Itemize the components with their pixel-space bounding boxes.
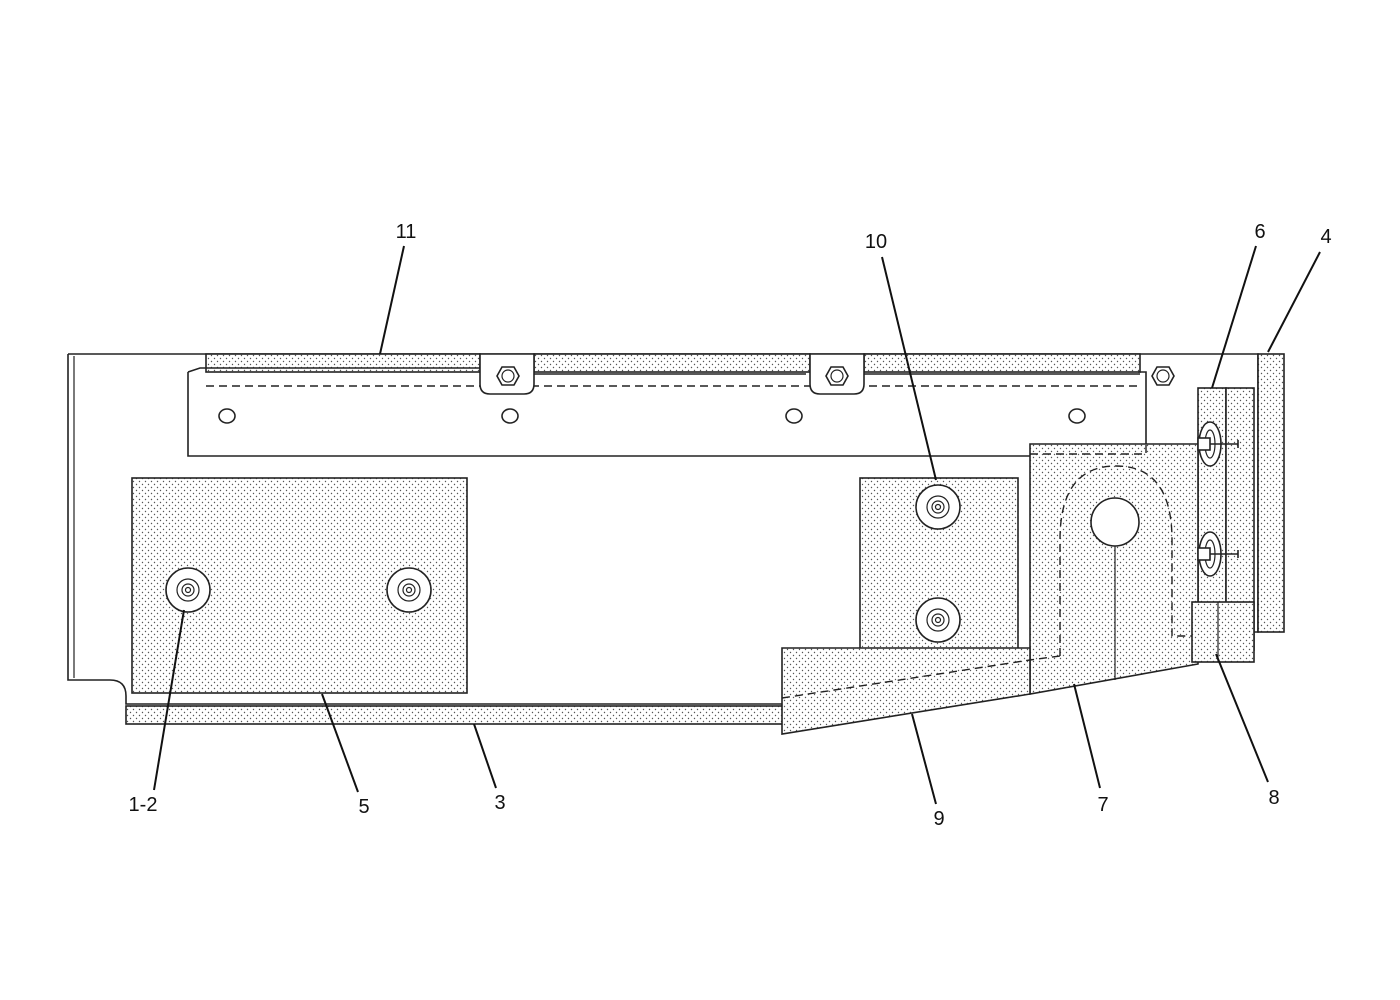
part-7-dashed-outline [1030, 444, 1198, 656]
leader-8 [1215, 653, 1269, 783]
part-11-rail [205, 353, 481, 373]
part-3-strip [125, 705, 785, 725]
nut-3 [1151, 366, 1175, 386]
leader-7 [1073, 683, 1101, 789]
part-9-wedge [781, 647, 1031, 735]
callout-5: 5 [358, 796, 369, 818]
part-8-block [1191, 601, 1255, 663]
part-11-rail-mid [533, 353, 811, 373]
fastener-1-2-right [386, 567, 432, 613]
bracket-hole [218, 408, 236, 424]
bracket-hole [785, 408, 803, 424]
nut-tab-1 [479, 353, 535, 395]
leader-1-2 [153, 609, 185, 791]
leader-10 [881, 256, 937, 481]
callout-10: 10 [865, 231, 887, 253]
part-9-dashed [781, 655, 1061, 699]
bracket-hole [1068, 408, 1086, 424]
bracket-hole [501, 408, 519, 424]
leader-4 [1267, 251, 1321, 353]
rail-bracket-plate [187, 367, 1147, 457]
callout-6: 6 [1254, 221, 1265, 243]
part-7-hole [1090, 497, 1140, 547]
callout-11: 11 [396, 221, 417, 243]
callout-4: 4 [1320, 226, 1331, 248]
leader-11 [379, 245, 405, 355]
callout-8: 8 [1268, 787, 1279, 809]
fastener-10-top [915, 484, 961, 530]
callout-1-2: 1-2 [129, 794, 158, 816]
leader-3 [473, 723, 497, 789]
callout-9: 9 [933, 808, 944, 830]
callout-3: 3 [494, 792, 505, 814]
leader-9 [911, 713, 937, 805]
part-7-block [1029, 443, 1199, 695]
callout-7: 7 [1097, 794, 1108, 816]
screw-part-6-bottom [1197, 531, 1239, 577]
leader-6 [1211, 245, 1257, 389]
fastener-1-2-left [165, 567, 211, 613]
nut-tab-2 [809, 353, 865, 395]
leader-5 [321, 693, 359, 793]
screw-part-6-top [1197, 421, 1239, 467]
fastener-10-bottom [915, 597, 961, 643]
part-4-bar [1257, 353, 1285, 633]
